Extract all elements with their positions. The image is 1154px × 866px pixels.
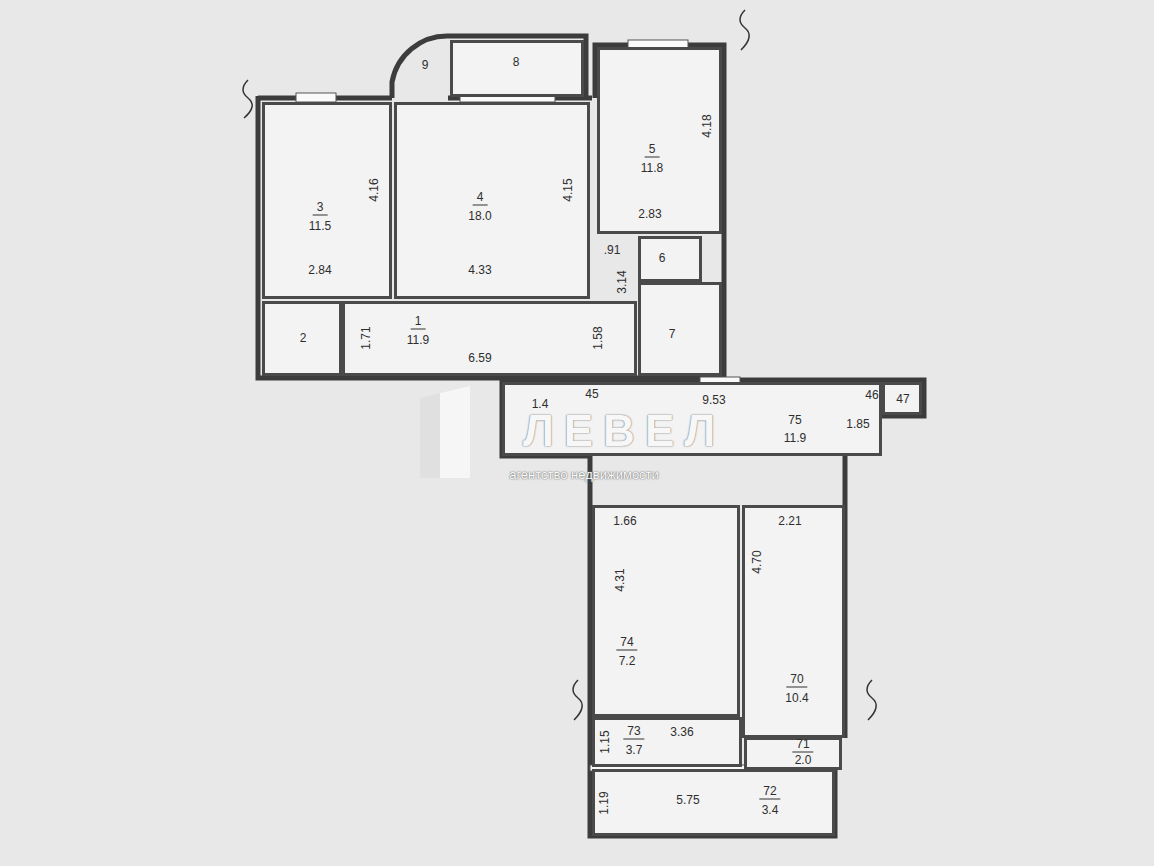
- dimension: 1.85: [846, 418, 869, 430]
- room-number: 6: [659, 252, 666, 264]
- dimension: 4.33: [468, 264, 491, 276]
- hallway: 1 11.9 1.71 6.59 1.58: [342, 301, 637, 376]
- closet: 2: [262, 301, 342, 376]
- dimension: 1.58: [592, 326, 604, 349]
- dimension: .91: [604, 244, 621, 256]
- room-area: 11.5: [309, 220, 331, 232]
- utility-room: 712.0: [744, 737, 842, 770]
- room-area: 3.7: [626, 744, 643, 756]
- room-area: 7.2: [619, 655, 636, 667]
- room-number: 9: [422, 59, 429, 71]
- dimension: 1.66: [613, 515, 636, 527]
- dimension: 2.83: [638, 208, 661, 220]
- room: 4 18.0 4.15 4.33: [394, 102, 590, 299]
- room-number: 70: [786, 673, 807, 688]
- room-area: 11.9: [407, 334, 429, 346]
- door-number: 46: [865, 389, 878, 401]
- room-area: 2.0: [795, 754, 812, 766]
- room-number: 73: [623, 725, 644, 740]
- dimension: 3.36: [670, 726, 693, 738]
- door-number: 45: [585, 388, 598, 400]
- room-number: 4: [473, 191, 488, 206]
- room-number: 71: [792, 738, 813, 753]
- room-area: 18.0: [468, 210, 491, 222]
- dimension: 3.14: [616, 270, 628, 293]
- loggia: 8: [450, 40, 584, 97]
- dimension: 4.18: [701, 114, 713, 137]
- vestibule: 73 3.7 1.15 3.36: [592, 717, 742, 767]
- dimension: 1.15: [599, 730, 611, 753]
- dimension: 6.59: [468, 352, 491, 364]
- room: 3 11.5 4.16 2.84: [262, 102, 392, 299]
- toilet: 7: [638, 282, 722, 376]
- room-number: 5: [645, 143, 660, 158]
- room-area: 10.4: [785, 692, 808, 704]
- dimension: 4.16: [368, 178, 380, 201]
- room-area: 3.4: [762, 804, 779, 816]
- stair-hall: 70 10.4 2.21 4.70: [742, 505, 845, 738]
- dimension: 9.53: [702, 394, 725, 406]
- elevator-hall: 74 7.2 1.66 4.31: [592, 505, 740, 717]
- room-number: 2: [300, 332, 307, 344]
- room-area: 11.8: [641, 162, 663, 174]
- room-number: 8: [513, 56, 520, 68]
- room-number: 7: [669, 328, 676, 340]
- kitchen: 5 11.8 4.18 2.83: [597, 47, 722, 234]
- dimension: 2.21: [778, 515, 801, 527]
- room-number: 3: [313, 201, 328, 216]
- dimension: 5.75: [676, 794, 699, 806]
- room-number: 72: [759, 785, 780, 800]
- watermark: ЛЕВЕЛ: [523, 409, 725, 453]
- bathroom: 6: [638, 236, 702, 282]
- dimension: 4.15: [562, 178, 574, 201]
- watermark: агентство недвижимости: [509, 468, 659, 481]
- room-number: 47: [896, 393, 909, 405]
- dimension: 1.71: [360, 326, 372, 349]
- dimension: 11.9: [784, 432, 806, 444]
- room-number: 1: [411, 315, 426, 330]
- dimension: 2.84: [308, 264, 331, 276]
- dimension: 75: [788, 414, 801, 426]
- dimension: 1.19: [598, 791, 610, 814]
- room-number: 74: [616, 636, 637, 651]
- balcony: 72 3.4 1.19 5.75: [592, 769, 835, 836]
- dimension: 4.70: [751, 550, 763, 573]
- storage-room: 47: [882, 382, 922, 415]
- balcony-area: 9: [392, 38, 448, 97]
- dimension: 4.31: [614, 568, 626, 591]
